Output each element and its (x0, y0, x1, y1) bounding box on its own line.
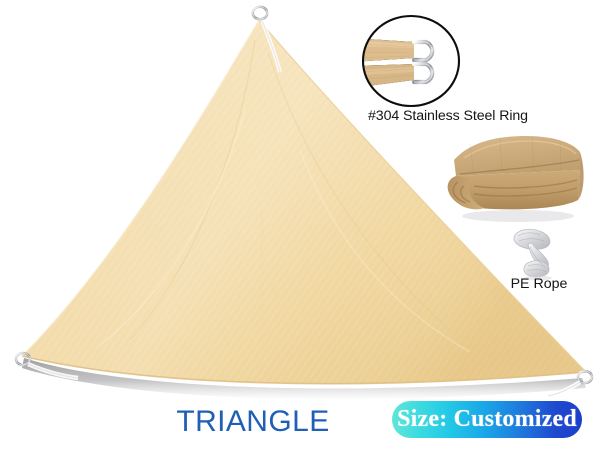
sail-fold-lines (99, 39, 471, 372)
fabric-texture (469, 136, 562, 175)
pe-rope-caption: PE Rope (510, 276, 568, 292)
fabric-top-face (454, 136, 580, 176)
sail-drop-shadow (22, 358, 586, 400)
steel-ring-caption: #304 Stainless Steel Ring (368, 108, 528, 124)
size-badge: Size: Customized (392, 401, 582, 438)
corner-ring-bottom-right (547, 369, 594, 399)
inset-circle-border (361, 14, 461, 108)
pe-rope-svg (513, 228, 552, 281)
folded-fabric-image (440, 130, 590, 225)
sail-shading-overlay (22, 20, 586, 384)
size-badge-label: Size: Customized (397, 406, 577, 432)
fabric-fold-lines (452, 159, 580, 204)
shape-label: TRIANGLE (176, 405, 330, 438)
folded-fabric-svg (447, 136, 584, 222)
sail-right-edge (258, 19, 587, 373)
sail-left-edge (21, 19, 260, 357)
fabric-left-fold (447, 176, 484, 210)
corner-ring-bottom-left (14, 351, 79, 381)
fabric-top-highlight (463, 140, 577, 159)
fabric-front-face (456, 170, 580, 210)
steel-ring-detail-inset (356, 14, 466, 109)
corner-ring-top (251, 5, 282, 73)
sail-bottom-edge (21, 355, 587, 385)
inset-contents (363, 16, 459, 106)
folded-fabric-shadow (462, 210, 574, 222)
rope-shadow (524, 275, 552, 281)
pe-rope-image (500, 222, 570, 282)
fabric-right-edge (578, 152, 584, 200)
rope-bottom-coil (523, 260, 550, 278)
rope-top-coil (513, 228, 551, 250)
steel-ring-inset-svg (361, 14, 461, 108)
rope-strand-lines (517, 232, 547, 273)
